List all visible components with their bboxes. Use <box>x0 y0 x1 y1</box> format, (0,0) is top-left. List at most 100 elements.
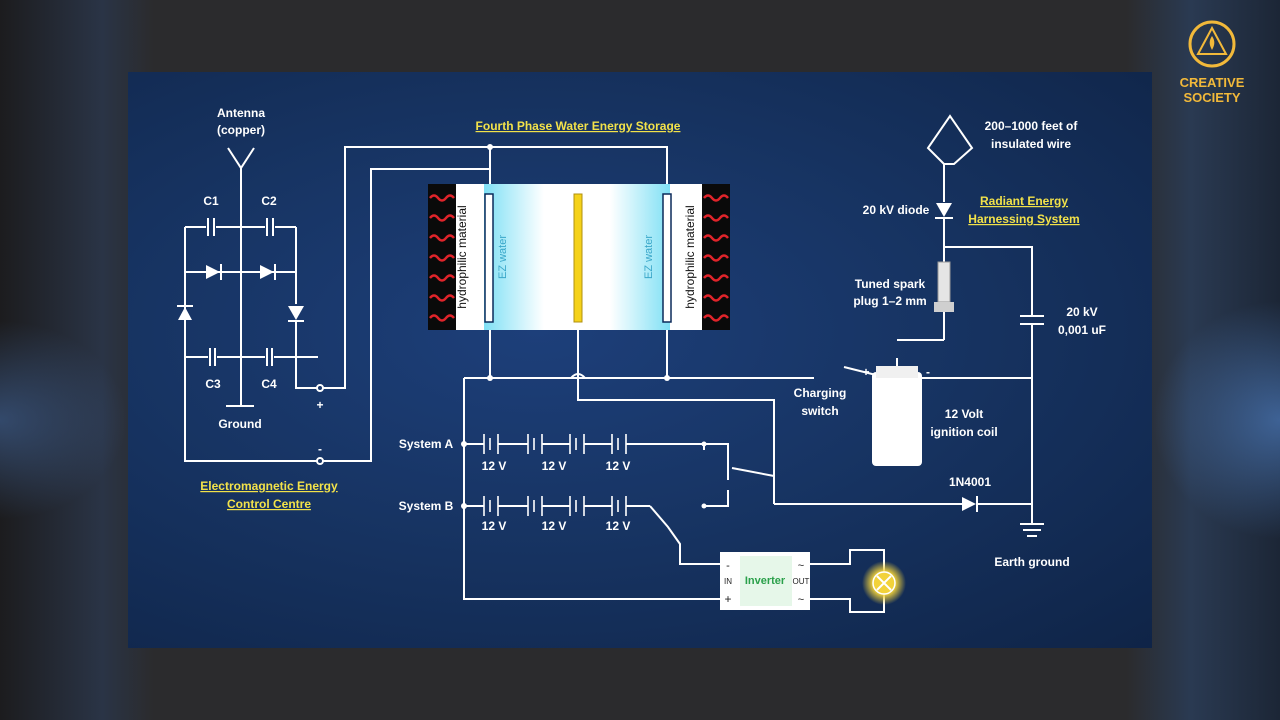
minus-terminal-label: - <box>318 442 322 456</box>
logo-line-2: SOCIETY <box>1183 90 1241 105</box>
terminal-minus-icon <box>316 457 324 465</box>
em-title-line2: Control Centre <box>227 497 311 511</box>
cap-wire <box>944 246 1033 378</box>
diode-icon <box>260 265 274 279</box>
c3-capacitor-icon <box>209 348 216 366</box>
spark-plug-line2: plug 1–2 mm <box>853 294 926 308</box>
battery-b2-label: 12 V <box>542 519 567 533</box>
selector-switch-wire <box>648 443 729 507</box>
creative-society-logo: CREATIVE SOCIETY <box>1162 18 1262 105</box>
junction-dot <box>487 375 493 381</box>
wire-length-line2: insulated wire <box>991 137 1071 151</box>
inverter-output-wire <box>810 549 885 613</box>
c1-label: C1 <box>203 194 219 208</box>
spark-plug-nut <box>934 302 954 312</box>
plus-terminal-wire <box>295 357 317 389</box>
junction-dot <box>701 503 707 509</box>
terminal-plus-icon <box>316 384 324 392</box>
hydrophilic-left-label: hydrophilic material <box>455 205 469 308</box>
ez-zone-right <box>610 184 670 330</box>
junction-dot <box>701 441 707 447</box>
earth-ground-label: Earth ground <box>994 555 1069 569</box>
wire-crossover <box>570 373 586 379</box>
electrode-right <box>662 193 672 323</box>
lamp-cross <box>876 575 892 591</box>
center-to-switch-wire <box>577 378 775 476</box>
background-glow-left <box>0 320 128 520</box>
charging-switch-line2: switch <box>801 404 838 418</box>
antenna-label-line1: Antenna <box>217 106 265 120</box>
battery-icon <box>611 434 627 454</box>
inverter-out-ac-bottom: ~ <box>798 594 804 606</box>
center-plate <box>573 193 583 323</box>
selector-switch-icon <box>731 467 775 504</box>
coil-hv-wire <box>896 339 944 366</box>
logo-emblem-icon <box>1188 20 1236 68</box>
diode-1n4001-icon <box>962 497 976 511</box>
inverter-in-plus: + <box>724 592 731 606</box>
coil-plus-label: + <box>862 365 869 379</box>
cap-20kv-icon <box>1020 315 1044 325</box>
inverter-label: Inverter <box>745 575 786 587</box>
junction-dot <box>461 503 467 509</box>
battery-systems: System A System B 12 V 12 V 12 V 12 V 12… <box>399 378 775 600</box>
heater-coil-left-icon <box>429 194 455 322</box>
cap-20kv-line2: 0,001 uF <box>1058 323 1106 337</box>
coil-minus-label: - <box>926 365 930 379</box>
antenna-label-line2: (copper) <box>217 123 265 137</box>
diode-icon <box>206 265 220 279</box>
right-diode-wire <box>295 272 318 358</box>
battery-icon <box>527 434 543 454</box>
c4-label: C4 <box>261 377 277 391</box>
em-title-line1: Electromagnetic Energy <box>200 479 338 493</box>
inverter-out-ac-top: ~ <box>798 560 804 572</box>
ignition-coil-icon <box>872 372 922 466</box>
inverter-in-label: IN <box>724 577 732 586</box>
battery-icon <box>569 496 585 516</box>
charging-switch-line1: Charging <box>794 386 847 400</box>
battery-icon <box>569 434 585 454</box>
ez-right-label: EZ water <box>643 235 655 279</box>
junction-dot <box>664 375 670 381</box>
battery-b1-label: 12 V <box>482 519 507 533</box>
diode-icon <box>178 307 192 320</box>
junction-dot <box>461 441 467 447</box>
ignition-coil-top <box>876 366 918 378</box>
inverter-switch-icon <box>649 505 720 565</box>
battery-a3-label: 12 V <box>606 459 631 473</box>
system-b-label: System B <box>399 499 454 513</box>
cap-20kv-line1: 20 kV <box>1066 305 1097 319</box>
c4-capacitor-icon <box>266 348 273 366</box>
wire-length-line1: 200–1000 feet of <box>985 119 1079 133</box>
ground-label: Ground <box>218 417 261 431</box>
battery-a1-label: 12 V <box>482 459 507 473</box>
inverter-out-label: OUT <box>793 577 810 586</box>
junction-dot <box>487 144 493 150</box>
wire-antenna-icon <box>926 114 974 165</box>
ignition-coil-line1: 12 Volt <box>945 407 983 421</box>
main-bus-wire <box>464 366 1032 379</box>
inverter-section: Inverter - IN + ~ OUT ~ <box>720 549 906 613</box>
plus-terminal-label: + <box>316 398 323 412</box>
diode-1n4001-label: 1N4001 <box>949 475 991 489</box>
schematic-panel: Antenna (copper) C1 C2 Ground C3 C4 <box>128 72 1152 648</box>
diode-icon <box>288 306 304 320</box>
inverter-label-panel <box>740 556 792 606</box>
radiant-energy-system: 200–1000 feet of insulated wire 20 kV di… <box>464 114 1106 569</box>
c1-capacitor-icon <box>207 218 215 236</box>
storage-bottom-leads <box>489 330 668 378</box>
hydrophilic-right-label: hydrophilic material <box>683 205 697 308</box>
water-energy-storage: Fourth Phase Water Energy Storage hydrop… <box>428 119 730 378</box>
battery-icon <box>483 434 499 454</box>
battery-icon <box>611 496 627 516</box>
schematic-diagram: Antenna (copper) C1 C2 Ground C3 C4 <box>177 106 1106 613</box>
diode-20kv-icon <box>936 203 952 217</box>
heater-coil-right-icon <box>703 194 729 322</box>
c2-capacitor-icon <box>266 218 274 236</box>
c3-label: C3 <box>205 377 221 391</box>
battery-icon <box>527 496 543 516</box>
system-a-label: System A <box>399 437 454 451</box>
logo-line-1: CREATIVE <box>1179 75 1245 90</box>
em-control-centre: Antenna (copper) C1 C2 Ground C3 C4 <box>177 106 668 511</box>
antenna-icon <box>227 147 255 227</box>
